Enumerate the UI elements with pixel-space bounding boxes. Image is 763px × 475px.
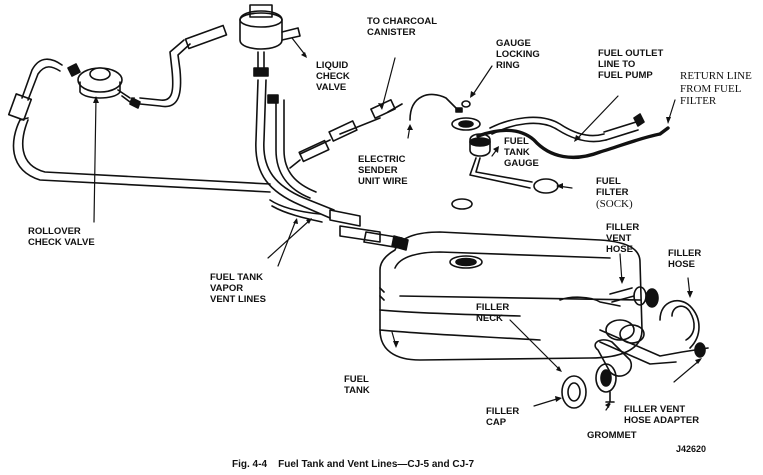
arrowheads <box>93 52 702 408</box>
fuel-tank <box>379 231 643 361</box>
label-liquid-check-valve: LIQUID CHECK VALVE <box>316 60 350 93</box>
return-line <box>476 126 670 160</box>
vent-line-upper <box>139 24 228 108</box>
label-filler-cap: FILLER CAP <box>486 406 520 428</box>
label-filler-vent-hose-adapter: FILLER VENT HOSE ADAPTER <box>624 404 700 426</box>
label-fuel-tank-gauge: FUEL TANK GAUGE <box>504 136 539 169</box>
vapor-vent-lines <box>255 79 409 251</box>
rollover-vent-line <box>7 58 271 193</box>
filler-assembly <box>561 286 709 409</box>
label-filler-hose: FILLER HOSE <box>668 248 702 270</box>
fuel-tank-gauge <box>451 100 559 210</box>
label-electric-sender-unit-wire: ELECTRIC SENDER UNIT WIRE <box>358 154 408 187</box>
label-return-line: RETURN LINE FROM FUEL FILTER <box>680 70 752 107</box>
label-fuel-tank: FUEL TANK <box>344 374 370 396</box>
figure-caption: Fig. 4-4 Fuel Tank and Vent Lines—CJ-5 a… <box>232 459 475 470</box>
fuel-outlet-line <box>489 113 645 143</box>
canister-line <box>289 99 403 169</box>
label-fuel-outlet-line: FUEL OUTLET LINE TO FUEL PUMP <box>598 48 664 81</box>
label-fuel-tank-vapor-vent-lines: FUEL TANK VAPOR VENT LINES <box>210 272 266 305</box>
liquid-check-valve <box>239 4 301 77</box>
label-fuel-filter: FUEL FILTER <box>596 176 629 198</box>
label-rollover-check-valve: ROLLOVER CHECK VALVE <box>28 226 95 248</box>
label-grommet: GROMMET <box>587 430 637 441</box>
label-gauge-locking-ring: GAUGE LOCKING RING <box>496 38 540 71</box>
label-to-charcoal-canister: TO CHARCOAL CANISTER <box>367 16 438 38</box>
figure-code: J42620 <box>676 444 707 454</box>
sender-wire <box>409 93 463 121</box>
label-filler-neck: FILLER NECK <box>476 302 510 324</box>
label-filler-vent-hose: FILLER VENT HOSE <box>606 222 640 255</box>
rollover-check-valve <box>67 63 141 109</box>
label-sock: (SOCK) <box>596 198 633 210</box>
